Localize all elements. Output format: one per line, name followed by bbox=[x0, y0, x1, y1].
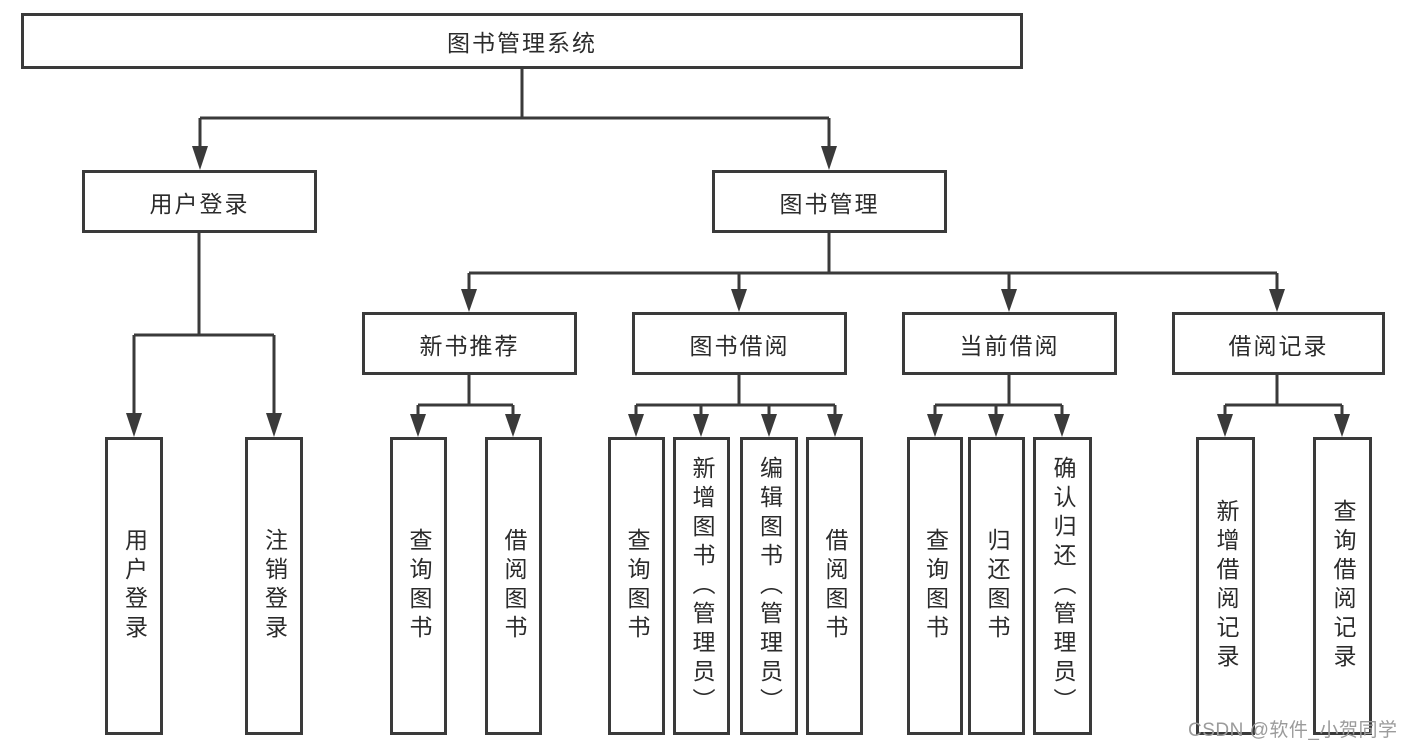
leaf-return-book-label: 归还图书 bbox=[984, 528, 1010, 644]
leaf-query-book-current-label: 查询图书 bbox=[922, 528, 949, 644]
leaf-query-borrow-record-label: 查询借阅记录 bbox=[1330, 499, 1356, 673]
node-book-borrow-label: 图书借阅 bbox=[689, 332, 790, 359]
leaf-return-book: 归还图书 bbox=[968, 437, 1025, 735]
leaf-borrow-book-label: 借阅图书 bbox=[822, 528, 848, 644]
node-book-management-label: 图书管理 bbox=[779, 190, 880, 217]
leaf-borrow-book-recommend-label: 借阅图书 bbox=[501, 528, 527, 644]
leaf-add-borrow-record: 新增借阅记录 bbox=[1196, 437, 1255, 735]
connector-new-books-children bbox=[416, 375, 515, 416]
leaf-borrow-book-recommend: 借阅图书 bbox=[485, 437, 542, 735]
leaf-logout-label: 注销登录 bbox=[261, 528, 288, 644]
node-new-book-recommend: 新书推荐 bbox=[362, 312, 577, 375]
leaf-query-book-borrowing: 查询图书 bbox=[608, 437, 665, 735]
node-root-label: 图书管理系统 bbox=[447, 30, 597, 56]
leaf-query-borrow-record: 查询借阅记录 bbox=[1313, 437, 1372, 735]
node-current-borrow: 当前借阅 bbox=[902, 312, 1117, 375]
node-borrow-records: 借阅记录 bbox=[1172, 312, 1385, 375]
connector-borrowing-children bbox=[634, 375, 837, 416]
node-new-book-recommend-label: 新书推荐 bbox=[419, 332, 520, 359]
node-book-borrow: 图书借阅 bbox=[632, 312, 847, 375]
node-user-login-label: 用户登录 bbox=[149, 190, 250, 217]
leaf-logout: 注销登录 bbox=[245, 437, 303, 735]
connector-user-login-children bbox=[132, 233, 276, 416]
node-user-login: 用户登录 bbox=[82, 170, 317, 233]
leaf-user-login-label: 用户登录 bbox=[121, 528, 148, 644]
leaf-add-borrow-record-label: 新增借阅记录 bbox=[1213, 499, 1239, 673]
leaf-query-book-recommend: 查询图书 bbox=[390, 437, 447, 735]
node-root: 图书管理系统 bbox=[21, 13, 1023, 69]
node-borrow-records-label: 借阅记录 bbox=[1228, 332, 1329, 359]
node-current-borrow-label: 当前借阅 bbox=[959, 332, 1060, 359]
connector-current-children bbox=[933, 375, 1064, 416]
leaf-query-book-recommend-label: 查询图书 bbox=[406, 528, 432, 644]
leaf-add-book-admin: 新增图书（管理员） bbox=[673, 437, 730, 735]
leaf-borrow-book: 借阅图书 bbox=[806, 437, 863, 735]
leaf-query-book-current: 查询图书 bbox=[907, 437, 963, 735]
connector-records-children bbox=[1223, 375, 1344, 416]
leaf-edit-book-admin: 编辑图书（管理员） bbox=[740, 437, 798, 735]
connector-book-management-children bbox=[467, 233, 1279, 292]
leaf-confirm-return-admin: 确认归还（管理员） bbox=[1033, 437, 1092, 735]
connector-root-to-level2 bbox=[198, 69, 831, 150]
node-book-management: 图书管理 bbox=[712, 170, 947, 233]
leaf-confirm-return-admin-label: 确认归还（管理员） bbox=[1050, 455, 1076, 717]
csdn-watermark: CSDN @软件_小贺同学 bbox=[1188, 720, 1398, 741]
leaf-query-book-borrowing-label: 查询图书 bbox=[624, 528, 650, 644]
leaf-edit-book-admin-label: 编辑图书（管理员） bbox=[756, 455, 783, 717]
leaf-user-login: 用户登录 bbox=[105, 437, 163, 735]
leaf-add-book-admin-label: 新增图书（管理员） bbox=[689, 455, 715, 717]
